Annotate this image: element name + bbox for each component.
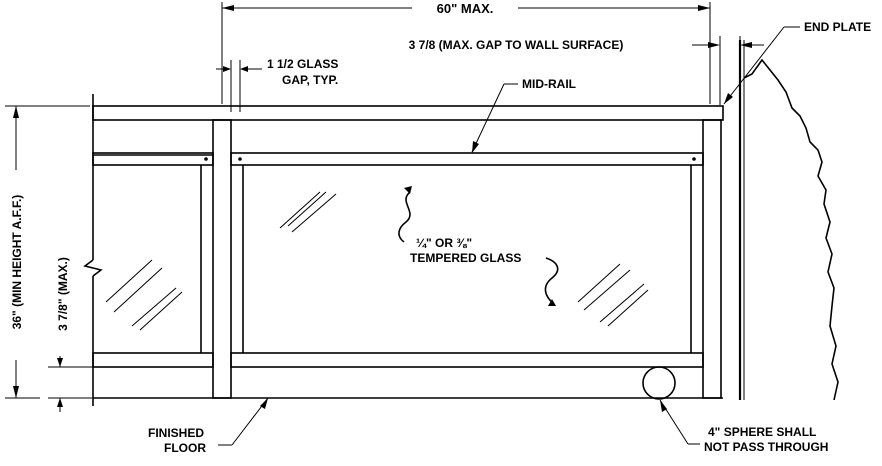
floor-label-1: FINISHED: [148, 426, 204, 440]
bottom-gap-dimension: 3 7/8" (MAX.): [48, 257, 92, 412]
railing: [83, 94, 724, 406]
glass-gap-label-2: GAP, TYP.: [282, 73, 338, 87]
mid-rail-label: MID-RAIL: [522, 77, 576, 91]
sphere-label-2: NOT PASS THROUGH: [704, 440, 828, 454]
end-plate-callout: END PLATE: [723, 20, 871, 105]
sphere-callout: 4" SPHERE SHALL NOT PASS THROUGH: [642, 366, 828, 454]
wall: [738, 40, 839, 401]
glass-label-1: ¼" OR ⅜": [416, 236, 472, 250]
bottom-gap-label: 3 7/8" (MAX.): [56, 257, 70, 331]
glass-gap-label-1: 1 1/2 GLASS: [267, 57, 338, 71]
sphere-label-1: 4" SPHERE SHALL: [708, 425, 816, 439]
width-max-label: 60" MAX.: [437, 1, 494, 16]
floor-label-2: FLOOR: [164, 441, 206, 455]
wall-gap-label: 3 7/8 (MAX. GAP TO WALL SURFACE): [409, 38, 624, 52]
sphere: [642, 366, 676, 400]
glass-label-2: TEMPERED GLASS: [410, 251, 521, 265]
glass-hatch: [105, 191, 649, 331]
glass-callout: ¼" OR ⅜" TEMPERED GLASS: [398, 186, 559, 306]
min-height-label: 36" (MIN HEIGHT A.F.F.): [10, 195, 24, 330]
height-dimension: 36" (MIN HEIGHT A.F.F.): [5, 105, 90, 399]
mid-rail-callout: MID-RAIL: [471, 77, 576, 153]
floor-callout: FINISHED FLOOR: [148, 397, 269, 455]
glass-gap-callout: 1 1/2 GLASS GAP, TYP.: [216, 57, 338, 112]
width-dimension: 60" MAX.: [221, 1, 711, 104]
wall-gap-dimension: 3 7/8 (MAX. GAP TO WALL SURFACE): [409, 36, 764, 105]
end-plate-label: END PLATE: [804, 20, 871, 34]
